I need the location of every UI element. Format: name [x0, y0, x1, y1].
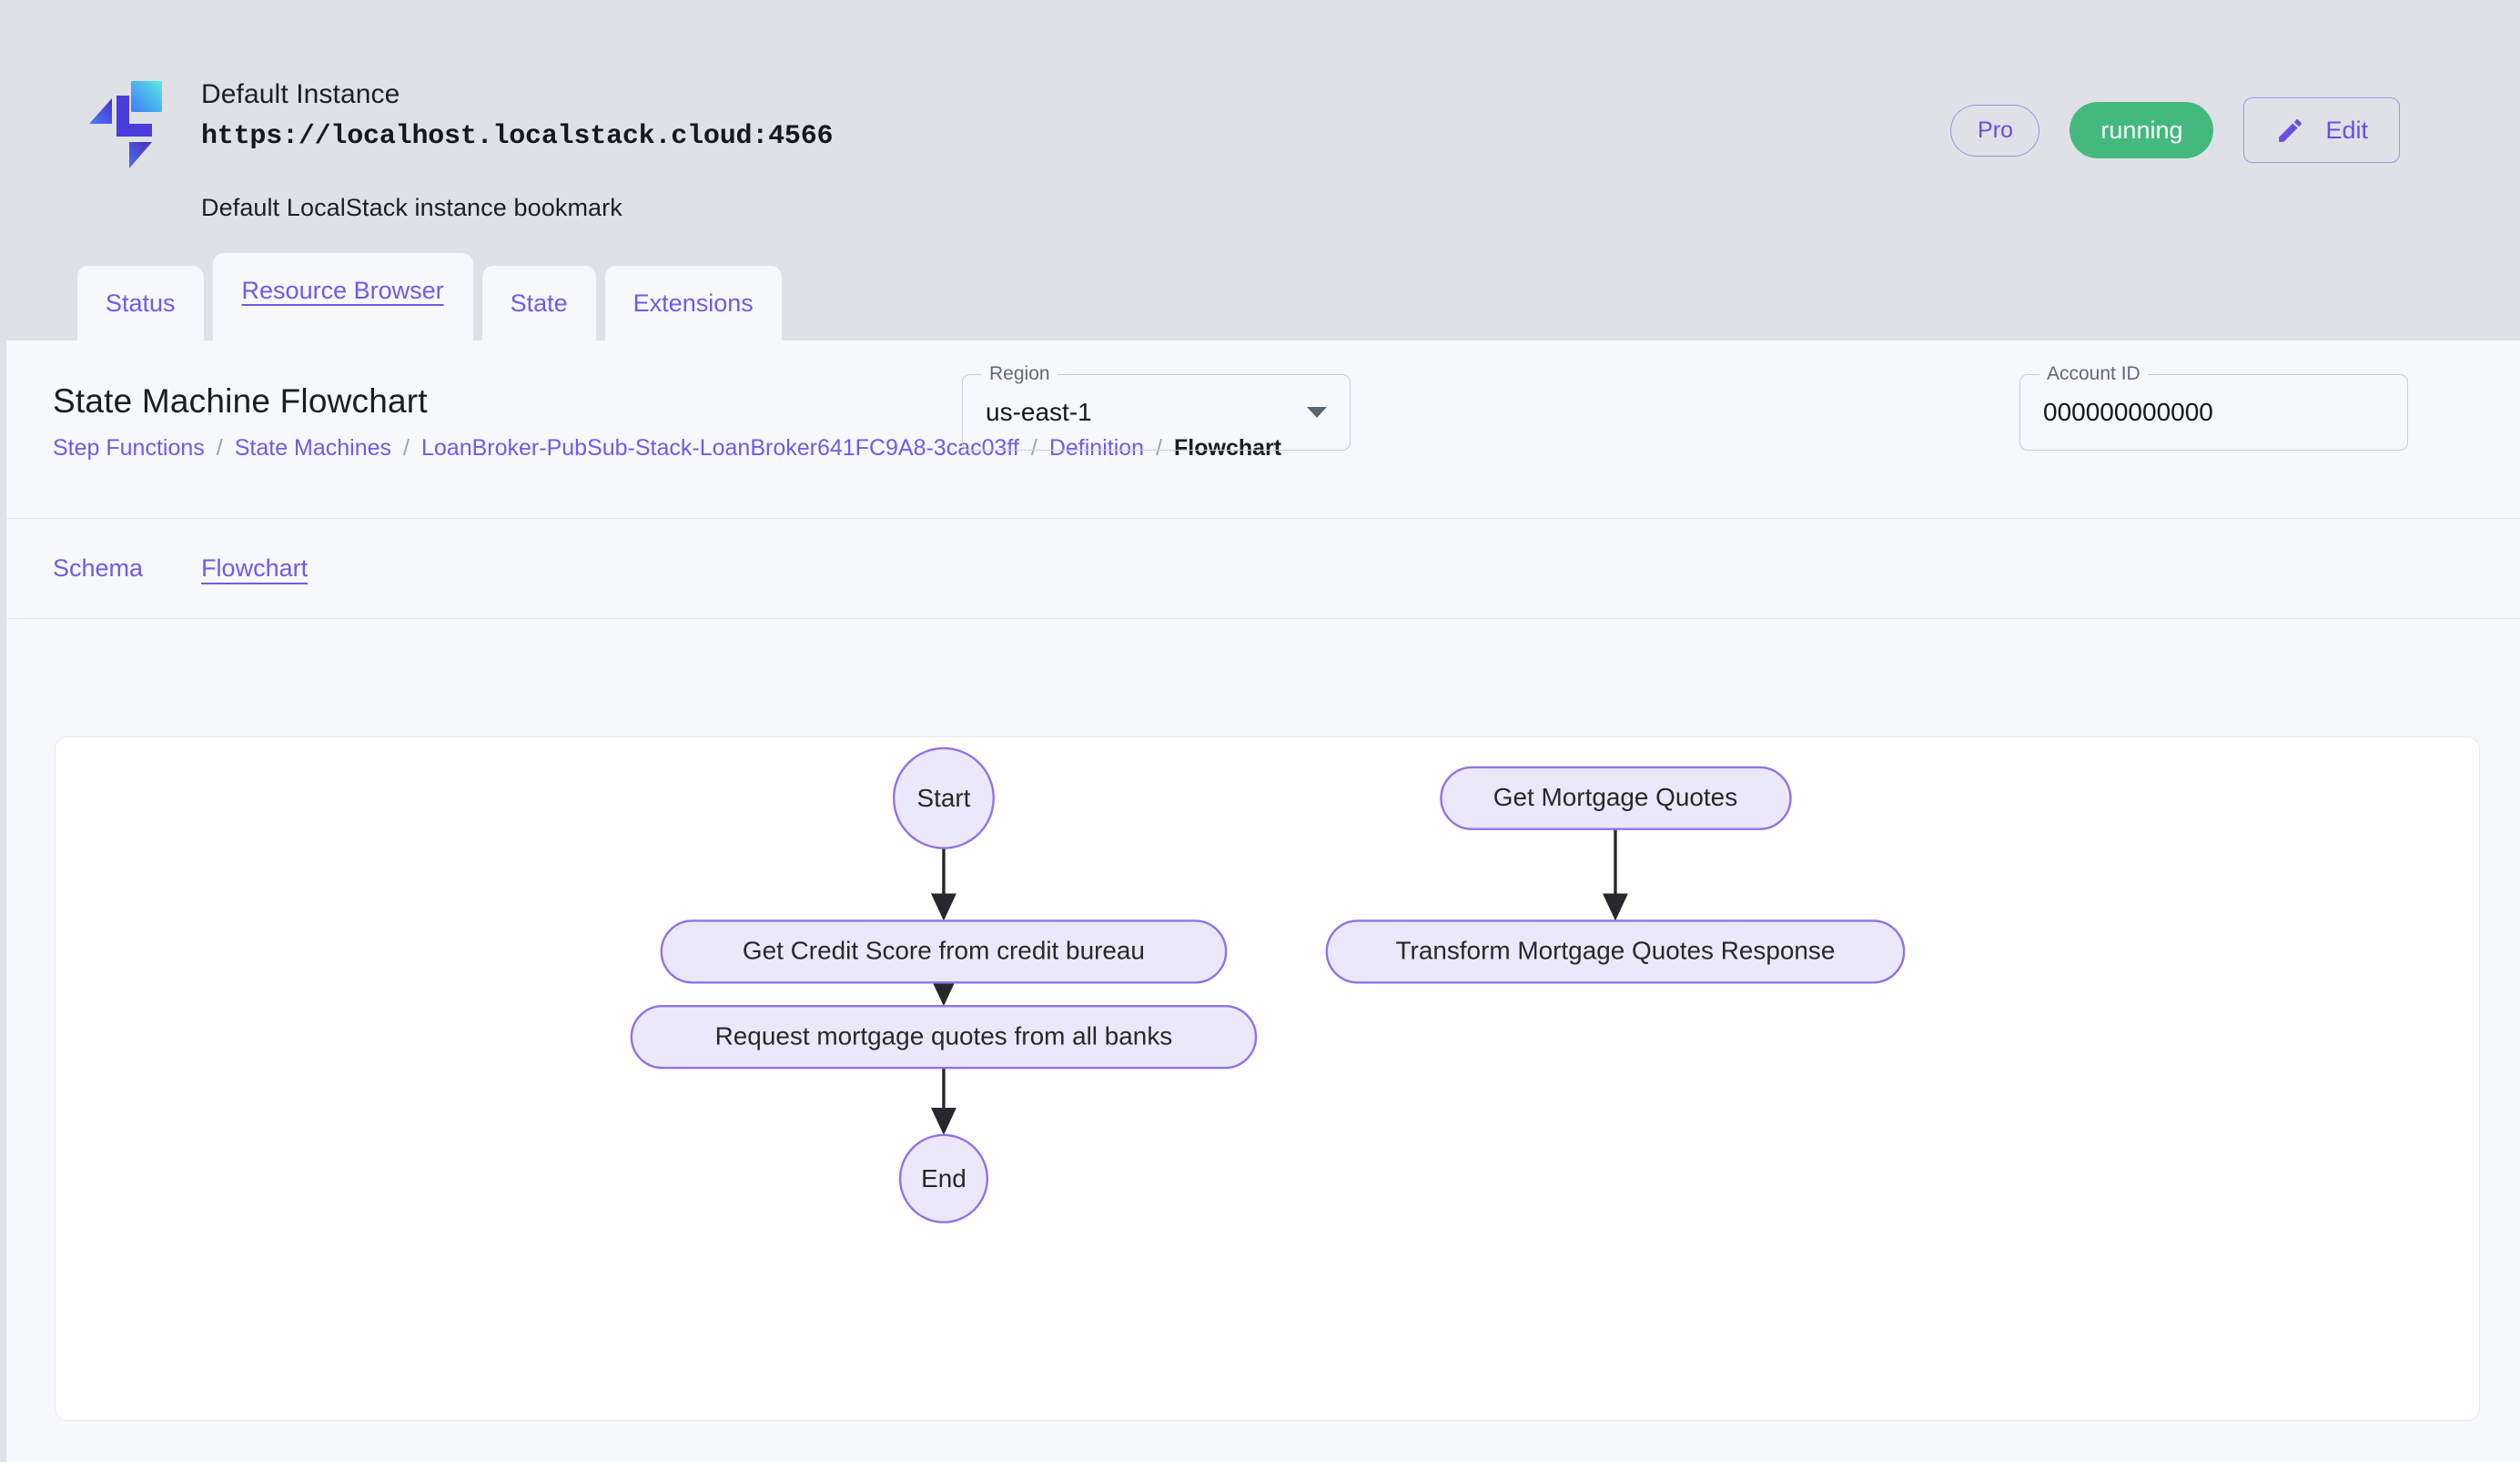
tab-state-label: State: [510, 289, 568, 317]
account-id-outline: [2019, 374, 2408, 451]
flow-node-request-quotes[interactable]: Request mortgage quotes from all banks: [630, 1005, 1258, 1070]
flow-node-end-label: End: [921, 1164, 967, 1193]
breadcrumb: Step Functions / State Machines / LoanBr…: [53, 435, 1281, 462]
pencil-icon: [2275, 116, 2305, 146]
tab-resource-browser[interactable]: Resource Browser: [212, 253, 473, 340]
tab-state[interactable]: State: [481, 266, 596, 340]
flow-node-get-mortgage-quotes[interactable]: Get Mortgage Quotes: [1440, 766, 1792, 830]
subtab-schema[interactable]: Schema: [53, 554, 144, 582]
tab-extensions[interactable]: Extensions: [604, 266, 782, 340]
tab-status[interactable]: Status: [77, 266, 204, 340]
status-badge: running: [2070, 102, 2214, 158]
header-actions: Pro running Edit: [1950, 97, 2400, 163]
account-id-label: Account ID: [2039, 360, 2148, 388]
localstack-logo: [86, 80, 170, 178]
breadcrumb-separator: /: [1030, 435, 1037, 461]
breadcrumb-item-state-machines[interactable]: State Machines: [234, 435, 392, 461]
flow-node-start[interactable]: Start: [892, 746, 995, 849]
flow-node-get-mortgage-quotes-label: Get Mortgage Quotes: [1493, 783, 1737, 811]
instance-summary: Default Instance https://localhost.local…: [86, 75, 834, 222]
breadcrumb-separator: /: [216, 435, 223, 461]
region-label: Region: [982, 360, 1058, 388]
pro-chip[interactable]: Pro: [1950, 104, 2040, 157]
breadcrumb-separator: /: [403, 435, 410, 461]
flow-node-transform-response[interactable]: Transform Mortgage Quotes Response: [1325, 919, 1906, 984]
flow-node-get-credit-score-label: Get Credit Score from credit bureau: [743, 937, 1145, 965]
breadcrumb-item-flowchart: Flowchart: [1174, 435, 1282, 461]
tab-extensions-label: Extensions: [633, 289, 754, 317]
flow-node-start-label: Start: [916, 784, 970, 812]
state-machine-flowchart[interactable]: Start Get Credit Score from credit burea…: [56, 737, 2479, 1420]
main-tabs: Status Resource Browser State Extensions: [77, 253, 782, 340]
account-id-field[interactable]: Account ID 000000000000: [2019, 360, 2408, 451]
tab-resource-browser-label: Resource Browser: [241, 276, 444, 304]
account-id-value: 000000000000: [2043, 398, 2213, 426]
instance-description: Default LocalStack instance bookmark: [201, 193, 622, 221]
edge-credit-to-request: [930, 979, 956, 1007]
flow-node-transform-response-label: Transform Mortgage Quotes Response: [1396, 937, 1836, 965]
subtab-flowchart[interactable]: Flowchart: [201, 554, 309, 582]
content-panel: State Machine Flowchart Step Functions /…: [6, 340, 2520, 1462]
instance-text-block: Default Instance https://localhost.local…: [201, 75, 834, 222]
flowchart-card: Start Get Credit Score from credit burea…: [55, 736, 2480, 1421]
region-select[interactable]: Region us-east-1: [962, 360, 1351, 451]
instance-name: Default Instance: [201, 79, 400, 109]
edge-start-to-credit: [930, 848, 956, 921]
panel-header: State Machine Flowchart Step Functions /…: [6, 340, 2520, 519]
edit-button-label: Edit: [2325, 116, 2368, 144]
page-title: State Machine Flowchart: [53, 382, 428, 420]
region-select-outline: [962, 374, 1351, 451]
edge-quotes-to-transform: [1603, 817, 1628, 921]
tab-status-label: Status: [106, 289, 176, 317]
flow-node-end[interactable]: End: [898, 1133, 989, 1223]
breadcrumb-item-step-functions[interactable]: Step Functions: [53, 435, 205, 461]
flow-node-request-quotes-label: Request mortgage quotes from all banks: [715, 1021, 1173, 1050]
instance-url: https://localhost.localstack.cloud:4566: [201, 121, 834, 152]
chevron-down-icon[interactable]: [1307, 407, 1327, 418]
region-value: us-east-1: [986, 398, 1092, 426]
breadcrumb-item-state-machine-id[interactable]: LoanBroker-PubSub-Stack-LoanBroker641FC9…: [421, 435, 1019, 461]
breadcrumb-separator: /: [1156, 435, 1163, 461]
breadcrumb-item-definition[interactable]: Definition: [1048, 435, 1145, 461]
sub-tabs: Schema Flowchart: [6, 519, 2520, 619]
flow-node-get-credit-score[interactable]: Get Credit Score from credit bureau: [660, 919, 1228, 984]
edit-button[interactable]: Edit: [2243, 97, 2400, 163]
edge-request-to-end: [930, 1068, 956, 1135]
instance-header: Default Instance https://localhost.local…: [0, 0, 2520, 340]
